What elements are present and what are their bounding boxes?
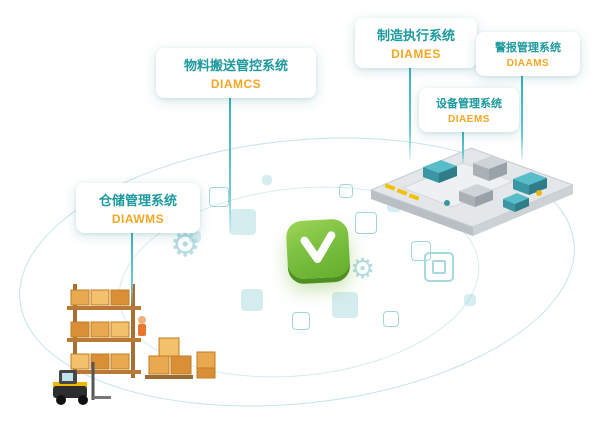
deco-square (241, 289, 263, 311)
system-code-diames: DIAMES (391, 47, 441, 61)
gear-icon: ⚙ (350, 253, 376, 284)
system-code-diamcs: DIAMCS (210, 77, 262, 91)
chip-icon-core (432, 260, 446, 274)
deco-square (332, 292, 358, 318)
warehouse-illustration (45, 256, 235, 411)
deco-square (355, 212, 377, 234)
deco-square (189, 231, 201, 243)
connector-diawms (131, 229, 133, 305)
factory-illustration (363, 133, 581, 242)
connector-diamcs (229, 94, 231, 234)
system-code-diawms: DIAWMS (111, 212, 165, 226)
label-card-diamcs: 物料搬送管控系统 DIAMCS (156, 48, 316, 98)
deco-square (339, 184, 353, 198)
system-title-diamcs: 物料搬送管控系统 (183, 58, 288, 73)
checkmark-icon (285, 218, 351, 280)
deco-square (411, 241, 431, 261)
label-card-diaems: 设备管理系统 DIAEMS (419, 88, 519, 132)
connector-diaams (521, 76, 523, 160)
system-title-diawms: 仓储管理系统 (98, 193, 177, 208)
chip-icon (424, 252, 454, 282)
deco-square (230, 209, 256, 235)
system-title-diaems: 设备管理系统 (436, 98, 502, 110)
label-card-diames: 制造执行系统 DIAMES (355, 18, 477, 68)
system-code-diaems: DIAEMS (448, 114, 490, 125)
deco-square (292, 312, 310, 330)
system-title-diaams: 警报管理系统 (495, 42, 561, 54)
gear-icon: ⚙ (170, 226, 201, 264)
deco-square (209, 187, 229, 207)
deco-square (464, 294, 476, 306)
connector-diames (409, 64, 411, 160)
deco-square (262, 175, 272, 185)
deco-square (383, 311, 399, 327)
label-card-diaams: 警报管理系统 DIAAMS (476, 32, 580, 76)
system-code-diaams: DIAAMS (506, 58, 550, 69)
connector-diaems (462, 128, 464, 164)
system-title-diames: 制造执行系统 (376, 28, 455, 43)
label-card-diawms: 仓储管理系统 DIAWMS (76, 183, 200, 233)
